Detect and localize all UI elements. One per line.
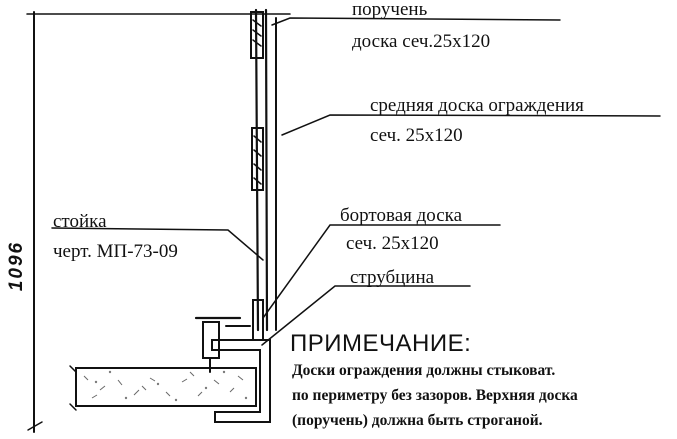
clamp	[211, 339, 271, 423]
middle-board	[251, 127, 264, 191]
label-post-drawing: черт. МП-73-09	[53, 241, 178, 262]
leader-post	[51, 227, 264, 261]
note-line-1: Доски ограждения должны стыковат.	[292, 362, 556, 379]
leader-toe-board	[262, 224, 501, 319]
label-toe-board-section: сеч. 25х120	[346, 233, 439, 254]
leader-handrail	[271, 17, 561, 26]
leader-clamp	[261, 285, 471, 346]
note-title: ПРИМЕЧАНИЕ:	[290, 330, 472, 357]
dimension-value: 1096	[6, 240, 28, 292]
post-left-edge	[254, 8, 260, 332]
dimension-bottom-tick	[27, 421, 43, 431]
deck-slab	[75, 367, 257, 407]
handrail-board	[250, 11, 264, 59]
label-post: стойка	[53, 211, 107, 232]
leader-middle-board	[281, 114, 661, 136]
label-middle-board: средняя доска ограждения	[370, 95, 584, 116]
note-line-2: по периметру без зазоров. Верхняя доска	[292, 387, 578, 404]
post-right-edge	[264, 8, 269, 332]
label-clamp: струбцина	[350, 267, 435, 288]
label-handrail: поручень	[352, 0, 428, 20]
label-toe-board: бортовая доска	[340, 205, 463, 226]
deck-slab-hatch	[83, 371, 244, 399]
label-handrail-section: доска сеч.25х120	[352, 31, 491, 52]
note-line-3: (поручень) должна быть строганой.	[292, 412, 543, 429]
label-middle-board-section: сеч. 25х120	[370, 125, 463, 146]
